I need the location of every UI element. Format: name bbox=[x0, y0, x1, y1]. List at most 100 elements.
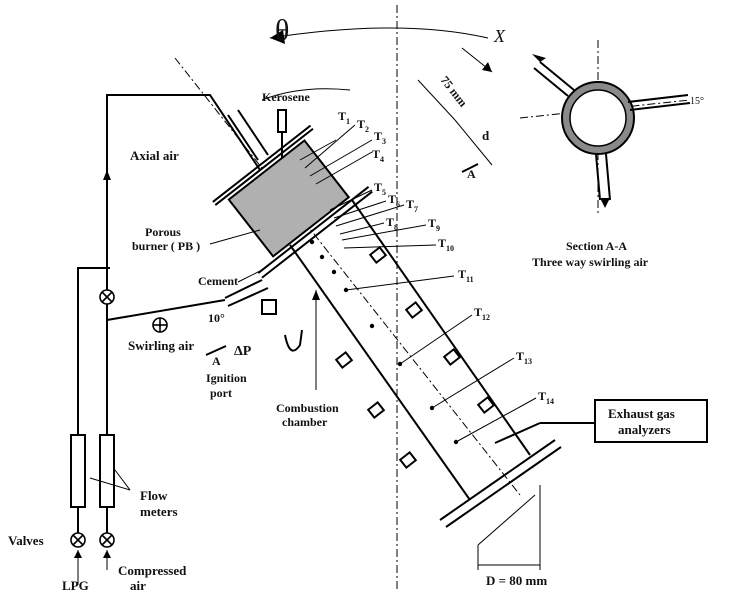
theta-arc bbox=[269, 27, 489, 39]
exhaust-label-1: Exhaust gas bbox=[608, 406, 675, 421]
ignition-label-2: port bbox=[210, 386, 232, 400]
axial-inlet-tube-a bbox=[227, 114, 259, 161]
x-axis-label: X bbox=[493, 26, 506, 46]
axial-air-pipe bbox=[106, 94, 261, 435]
swirling-air-pipe bbox=[106, 299, 226, 321]
axial-air-valve bbox=[99, 289, 115, 305]
chamber-end-flange-2 bbox=[445, 446, 562, 528]
flow-meters-label-1: Flow bbox=[140, 488, 168, 503]
dim-75mm-label: 75 mm bbox=[438, 73, 471, 109]
flow-meter-pointer-2 bbox=[114, 469, 131, 491]
section-inner-bore bbox=[569, 89, 627, 147]
theta-arc-arrowhead bbox=[270, 30, 285, 44]
combustion-chamber-label-1: Combustion bbox=[276, 401, 339, 415]
compressed-air-label-1: Compressed bbox=[118, 563, 187, 578]
kerosene-label: Kerosene bbox=[262, 90, 310, 104]
swirl-inlet-1b bbox=[539, 61, 575, 91]
kerosene-injector bbox=[277, 109, 287, 133]
swirl-inlet-1-arrow bbox=[532, 54, 546, 62]
section-title: Section A-A bbox=[566, 239, 627, 253]
axial-air-flow-arrow bbox=[103, 170, 111, 180]
angle-15-label: 15° bbox=[690, 96, 704, 107]
ignition-label-1: Ignition bbox=[206, 371, 247, 385]
t6-label: T6 bbox=[388, 192, 400, 209]
porous-burner-leader bbox=[209, 229, 261, 245]
swirl-inlet-2a bbox=[627, 94, 689, 103]
section-a-marker-right: A bbox=[467, 167, 476, 181]
lpg-pipe bbox=[77, 267, 110, 435]
t7-label: T7 bbox=[406, 197, 418, 214]
porous-burner-assembly bbox=[212, 124, 373, 279]
lpg-inlet-arrowhead bbox=[74, 550, 82, 558]
t8-label: T8 bbox=[386, 215, 398, 232]
pressure-tap-box bbox=[261, 299, 277, 315]
air-inlet-arrowhead bbox=[103, 550, 111, 558]
dim-d-label: d bbox=[482, 128, 490, 143]
flow-meter-pointer-1 bbox=[89, 477, 131, 491]
flow-meters-label-2: meters bbox=[140, 504, 178, 519]
lpg-valve bbox=[70, 532, 86, 548]
t14-label: T14 bbox=[538, 389, 554, 406]
exhaust-label-2: analyzers bbox=[618, 422, 671, 437]
swirling-air-valve bbox=[152, 317, 168, 333]
diameter-dim-line bbox=[477, 494, 536, 546]
compressed-air-valve bbox=[99, 532, 115, 548]
swirl-inlet-2b bbox=[629, 102, 691, 111]
swirl-inlet-tube-a bbox=[224, 279, 263, 299]
section-a-cut-left bbox=[205, 345, 227, 356]
burner-flange-bottom bbox=[257, 186, 370, 274]
swirl-inlet-tube-b bbox=[227, 287, 269, 307]
air-flow-meter bbox=[99, 434, 115, 508]
combustion-chamber-label-2: chamber bbox=[282, 415, 328, 429]
angle-10-label: 10° bbox=[208, 311, 225, 325]
t9-label: T9 bbox=[428, 216, 440, 233]
compressed-air-label-2: air bbox=[130, 578, 146, 593]
thermocouple-labels: T1 T2 T3 T4 T5 T6 T7 T8 T9 T10 T11 T12 T… bbox=[338, 109, 554, 406]
cement-label: Cement bbox=[198, 274, 238, 288]
t2-label: T2 bbox=[357, 117, 369, 134]
section-a-cut-right bbox=[461, 163, 479, 173]
combustion-chamber-arrowhead bbox=[312, 290, 320, 300]
swirl-inlet-3-arrow bbox=[600, 198, 610, 208]
swirl-inlet-1a bbox=[533, 67, 569, 97]
t10-label: T10 bbox=[438, 236, 454, 253]
dim-d-line bbox=[454, 119, 493, 166]
section-subtitle: Three way swirling air bbox=[532, 255, 649, 269]
chamber-end-flange bbox=[439, 439, 556, 521]
exhaust-pipe bbox=[494, 422, 541, 444]
manometer-tube bbox=[284, 329, 303, 352]
burner-flange-top-2 bbox=[212, 124, 312, 203]
t3-label: T3 bbox=[374, 129, 386, 146]
delta-p-label: ΔP bbox=[234, 344, 252, 359]
t11-label: T11 bbox=[458, 267, 474, 284]
burner-axis-line bbox=[174, 57, 521, 496]
valves-label: Valves bbox=[8, 533, 44, 548]
porous-burner-block bbox=[227, 139, 351, 258]
t12-label: T12 bbox=[474, 305, 490, 322]
t4-label: T4 bbox=[372, 147, 384, 164]
lpg-label: LPG bbox=[62, 578, 89, 593]
t1-label: T1 bbox=[338, 109, 350, 126]
dim-75mm-line bbox=[417, 79, 456, 121]
exhaust-analyzer-box bbox=[594, 399, 708, 443]
diameter-label: D = 80 mm bbox=[486, 573, 547, 588]
section-aa-inset: 15° Section A-A Three way swirling air bbox=[519, 40, 704, 269]
chamber-wall-left bbox=[289, 244, 471, 501]
swirl-inlet-3b bbox=[605, 153, 611, 201]
t5-label: T5 bbox=[374, 180, 386, 197]
swirling-air-label: Swirling air bbox=[128, 338, 194, 353]
axial-inlet-tube-b bbox=[237, 109, 269, 156]
porous-burner-label-1: Porous bbox=[145, 225, 181, 239]
theta-label: θ bbox=[275, 14, 289, 47]
axial-air-label: Axial air bbox=[130, 148, 179, 163]
cement-leader bbox=[237, 269, 263, 283]
burner-flange-top bbox=[214, 127, 314, 206]
chamber-wall-right bbox=[351, 199, 531, 456]
burner-flange-bottom-2 bbox=[261, 190, 373, 279]
theta-leader bbox=[261, 88, 351, 101]
x-axis-arrowhead bbox=[482, 62, 492, 72]
section-a-marker-left: A bbox=[212, 354, 221, 368]
porous-burner-label-2: burner ( PB ) bbox=[132, 239, 200, 253]
